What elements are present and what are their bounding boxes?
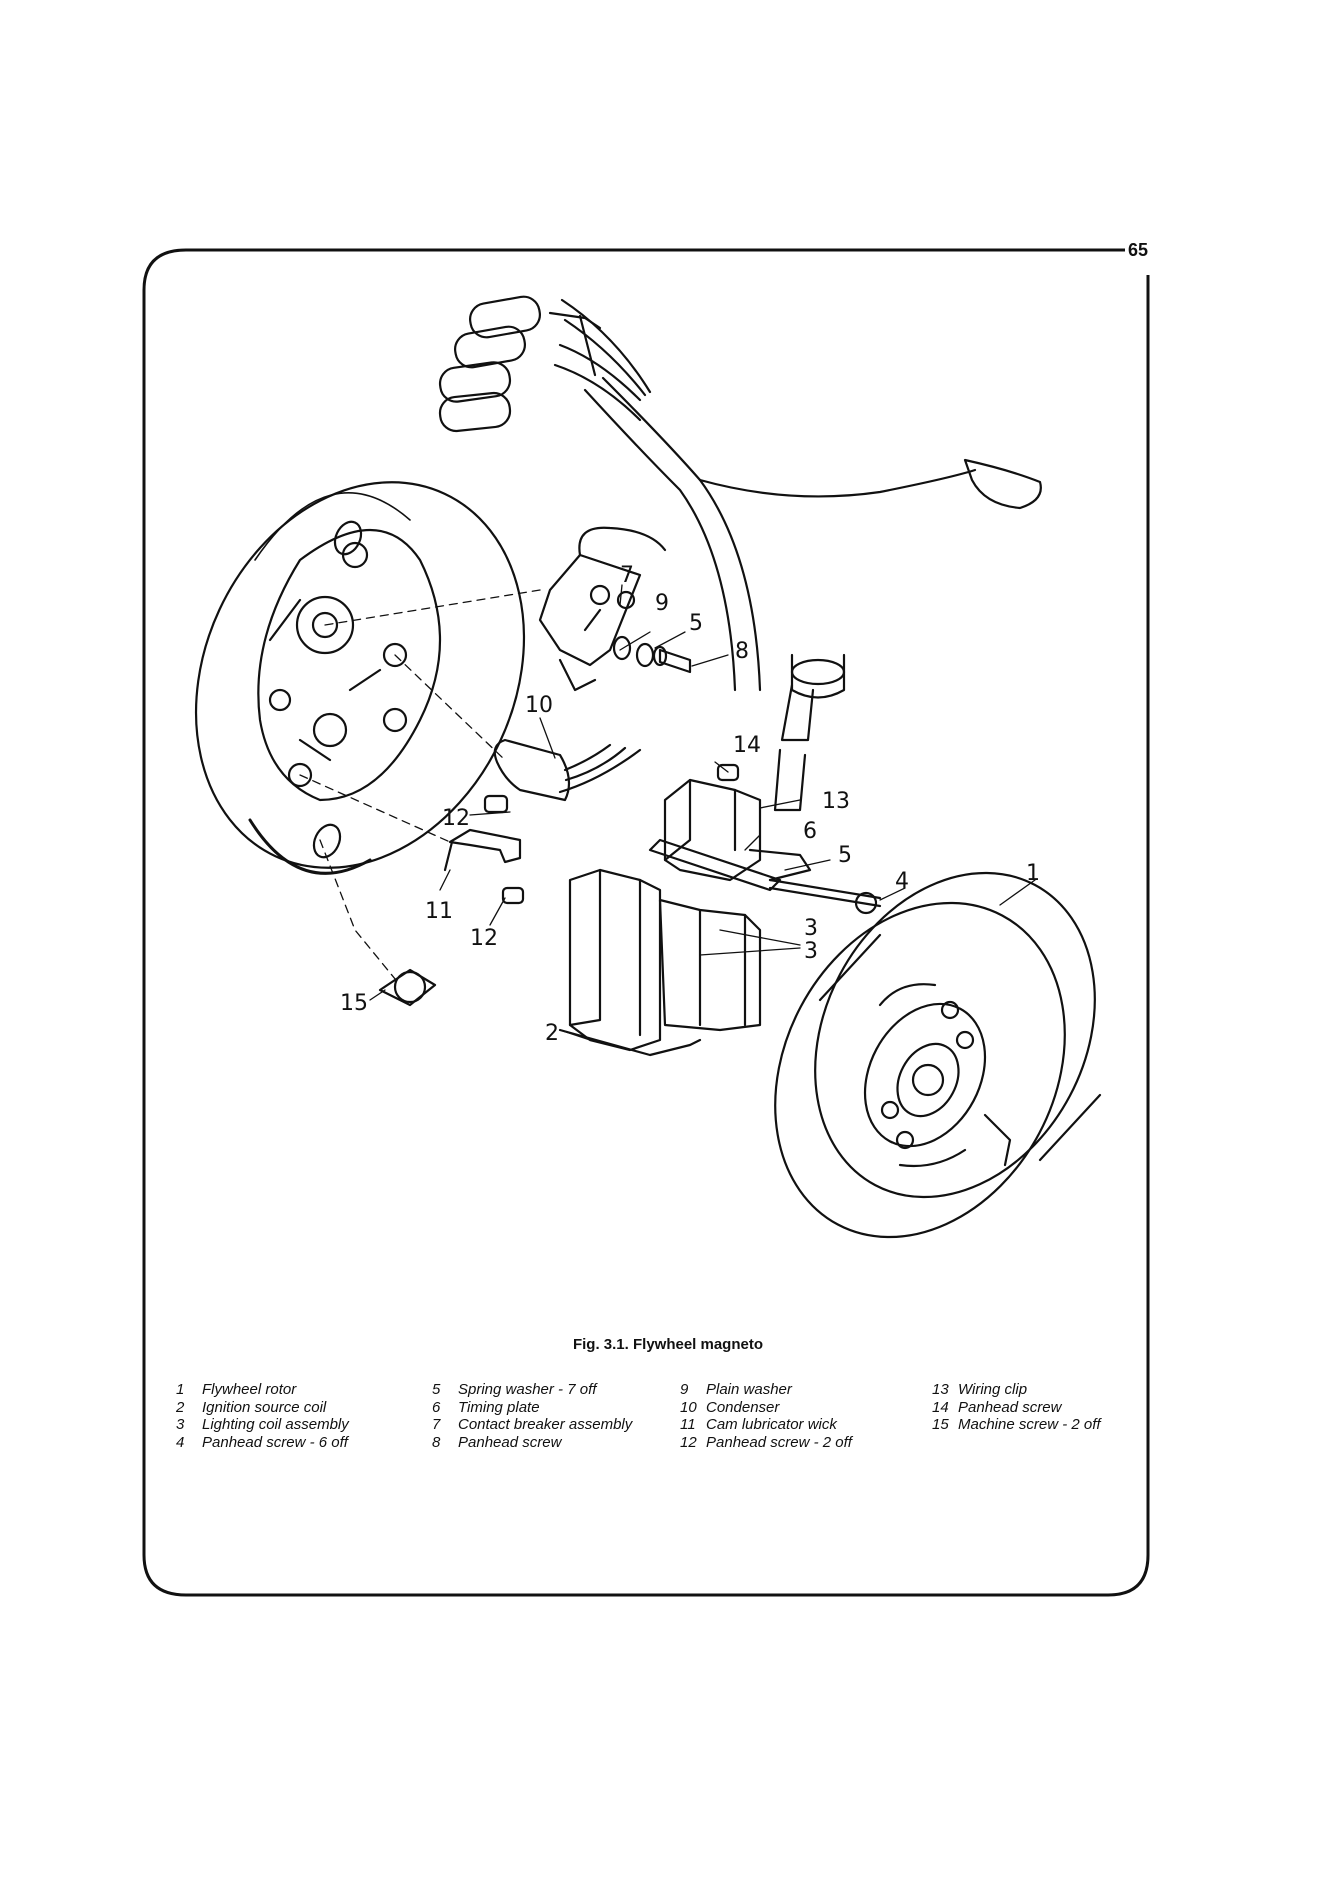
callout-13: 13 xyxy=(822,789,850,814)
callout-3: 3 xyxy=(804,916,818,941)
wiring-harness-drawing xyxy=(438,295,1042,812)
condenser-drawing xyxy=(493,738,642,802)
page-number: 65 xyxy=(1128,240,1149,260)
callout-8: 8 xyxy=(735,639,749,664)
callout-3b: 3 xyxy=(804,939,818,964)
callout-5b: 5 xyxy=(838,843,852,868)
callout-12b: 12 xyxy=(470,926,498,951)
callout-1: 1 xyxy=(1026,861,1040,886)
callout-4: 4 xyxy=(895,869,909,894)
callout-14: 14 xyxy=(733,733,761,758)
lighting-coil-drawing xyxy=(648,778,882,915)
stator-plate-drawing xyxy=(194,481,526,875)
callout-11: 11 xyxy=(425,899,453,924)
callout-leaders xyxy=(369,584,1036,1041)
dash-leaders xyxy=(299,589,541,986)
callout-labels: 1 2 3 3 4 5 5 6 7 8 9 10 11 12 12 13 14 … xyxy=(340,563,1040,1046)
small-parts-drawing xyxy=(378,763,740,1007)
washer-screw-drawing xyxy=(612,635,692,674)
callout-15: 15 xyxy=(340,991,368,1016)
callout-6: 6 xyxy=(803,819,817,844)
callout-9: 9 xyxy=(655,591,669,616)
flywheel-rotor-drawing xyxy=(774,871,1102,1239)
callout-10: 10 xyxy=(525,693,553,718)
ignition-coil-drawing xyxy=(558,868,762,1057)
callout-12: 12 xyxy=(442,806,470,831)
callout-5: 5 xyxy=(689,611,703,636)
callout-7: 7 xyxy=(620,563,634,588)
figure-caption: Fig. 3.1. Flywheel magneto xyxy=(572,1336,764,1353)
callout-2: 2 xyxy=(545,1021,559,1046)
contact-breaker-drawing xyxy=(538,526,667,692)
plug-caps xyxy=(438,295,541,433)
